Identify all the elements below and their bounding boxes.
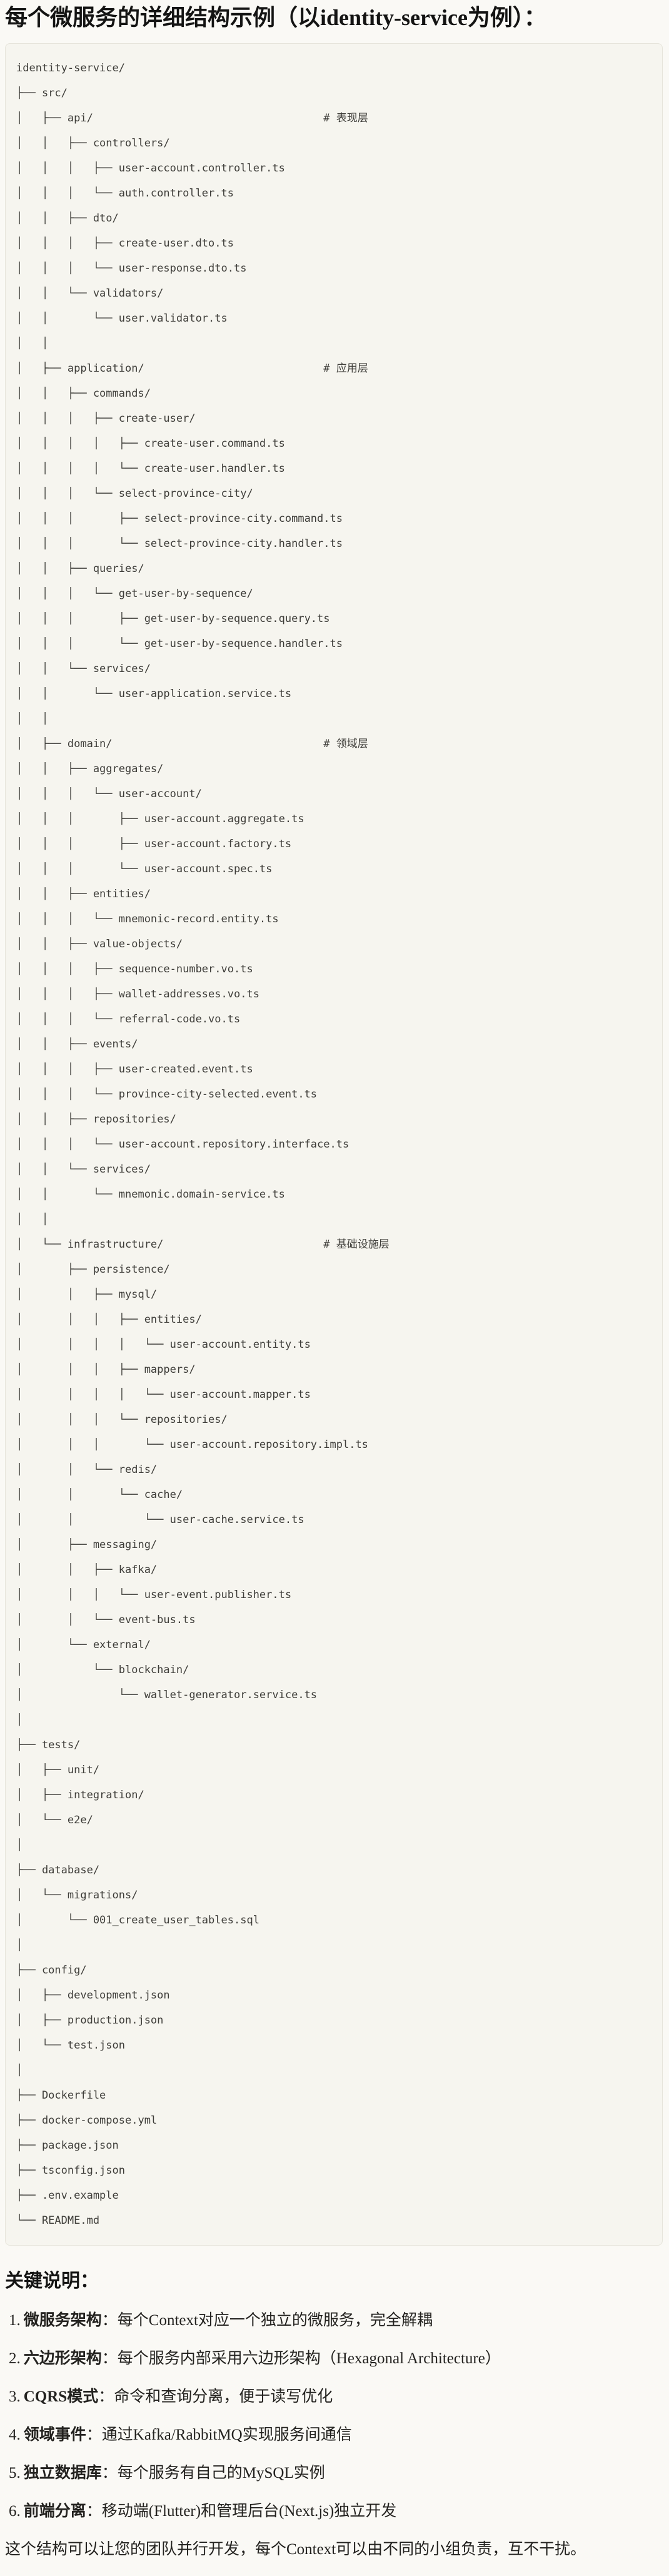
note-item-4: 4.领域事件：通过Kafka/RabbitMQ实现服务间通信 — [9, 2426, 663, 2444]
note-text: ：每个Context对应一个独立的微服务，完全解耦 — [101, 2312, 433, 2329]
note-number: 3. — [9, 2388, 21, 2406]
note-label: 微服务架构 — [23, 2312, 102, 2329]
note-item-3: 3.CQRS模式：命令和查询分离，便于读写优化 — [9, 2388, 663, 2406]
note-label: CQRS模式 — [23, 2388, 99, 2406]
note-item-2: 2.六边形架构：每个服务内部采用六边形架构（Hexagonal Architec… — [9, 2349, 663, 2368]
note-text: ：命令和查询分离，便于读写优化 — [98, 2388, 333, 2406]
notes-list: 1.微服务架构：每个Context对应一个独立的微服务，完全解耦 2.六边形架构… — [5, 2311, 663, 2520]
notes-heading: 关键说明： — [5, 2271, 99, 2292]
note-label: 前端分离 — [23, 2503, 86, 2520]
note-text: ：移动端(Flutter)和管理后台(Next.js)独立开发 — [86, 2503, 397, 2520]
note-label: 领域事件 — [23, 2426, 86, 2444]
note-number: 1. — [9, 2312, 21, 2329]
note-label: 六边形架构 — [23, 2350, 102, 2368]
document-page: 每个微服务的详细结构示例（以identity-service为例）： ident… — [5, 5, 663, 2558]
note-item-6: 6.前端分离：移动端(Flutter)和管理后台(Next.js)独立开发 — [9, 2502, 663, 2520]
note-label: 独立数据库 — [23, 2465, 102, 2482]
note-item-5: 5.独立数据库：每个服务有自己的MySQL实例 — [9, 2464, 663, 2482]
note-number: 6. — [9, 2503, 21, 2520]
note-number: 4. — [9, 2426, 21, 2444]
note-item-1: 1.微服务架构：每个Context对应一个独立的微服务，完全解耦 — [9, 2311, 663, 2329]
note-text: ：通过Kafka/RabbitMQ实现服务间通信 — [86, 2426, 352, 2444]
directory-tree: identity-service/ ├── src/ │ ├── api/ # … — [16, 62, 390, 2227]
note-number: 5. — [9, 2465, 21, 2482]
note-text: ：每个服务内部采用六边形架构（Hexagonal Architecture） — [101, 2350, 501, 2368]
closing-paragraph: 这个结构可以让您的团队并行开发，每个Context可以由不同的小组负责，互不干扰… — [5, 2541, 586, 2558]
note-number: 2. — [9, 2350, 21, 2368]
page-title: 每个微服务的详细结构示例（以identity-service为例）： — [5, 5, 546, 30]
code-block: identity-service/ ├── src/ │ ├── api/ # … — [5, 43, 663, 2246]
note-text: ：每个服务有自己的MySQL实例 — [101, 2465, 325, 2482]
